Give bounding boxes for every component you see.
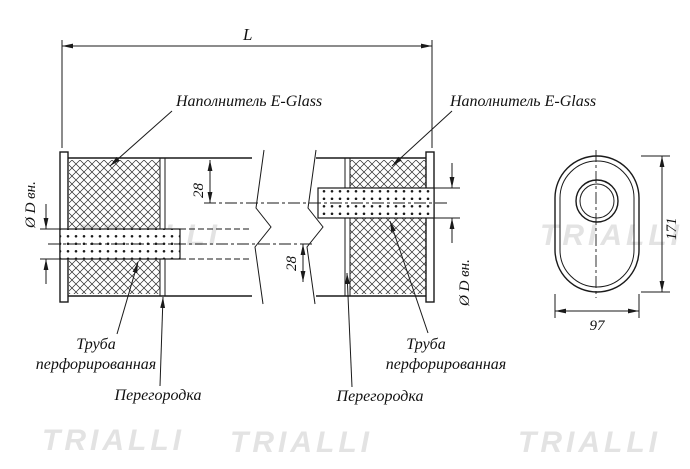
dimension-offset-top: 28 (191, 160, 213, 203)
dimension-section-width: 97 (554, 294, 640, 334)
label-partition-right: Перегородка (336, 388, 424, 405)
dimension-overall-length: L (61, 25, 433, 148)
label-perforated-pipe-left: Труба перфорированная (36, 336, 156, 373)
dimension-offset-bottom: 28 (284, 244, 306, 282)
muffler-shell (59, 151, 435, 303)
dim-28-bottom-value: 28 (284, 256, 300, 272)
dimension-inner-diameter-left: Ø D вн. (23, 181, 62, 284)
watermarks: TRIALLI TRIALLI TRIALLI TRIALLI TRIALLI (42, 219, 683, 459)
hidden-pipe-lines (180, 228, 252, 260)
label-partition-left: Перегородка (114, 387, 202, 404)
label-pipe-right-line2: перфорированная (386, 356, 506, 373)
watermark-text: TRIALLI (230, 426, 373, 459)
dim-171-value: 171 (664, 218, 680, 241)
dim-diameter-right-value: Ø D вн. (457, 259, 473, 307)
label-pipe-left-line2: перфорированная (36, 356, 156, 373)
dim-97-value: 97 (590, 318, 607, 334)
dimension-inner-diameter-right: Ø D вн. (434, 163, 473, 307)
partition-left-plate (159, 158, 166, 296)
leader-lines (109, 110, 453, 388)
end-section-view (554, 155, 640, 293)
right-flange (425, 151, 435, 303)
label-filler-right: Наполнитель E-Glass (449, 93, 596, 110)
dim-L-value: L (242, 25, 252, 44)
shell-section-outer (554, 155, 640, 293)
dim-diameter-left-value: Ø D вн. (23, 181, 39, 229)
left-flange (59, 151, 69, 303)
shell-section-inner (559, 160, 635, 288)
dim-28-top-value: 28 (191, 183, 207, 199)
label-filler-left: Наполнитель E-Glass (175, 93, 322, 110)
label-perforated-pipe-right: Труба перфорированная (386, 336, 506, 373)
dimension-section-height: 171 (641, 155, 680, 293)
partition-right-plate (344, 158, 351, 296)
label-pipe-right-line1: Труба (406, 336, 445, 353)
pipe-opening-inner (579, 183, 615, 219)
break-lines (254, 149, 324, 305)
label-pipe-left-line1: Труба (76, 336, 115, 353)
centerlines (48, 150, 597, 298)
eglass-filler-right (350, 160, 426, 294)
watermark-text: TRIALLI (518, 426, 661, 459)
eglass-filler-left (69, 160, 160, 294)
watermark-text: TRIALLI (42, 424, 185, 457)
watermark-text: TRIALLI (540, 219, 683, 252)
pipe-opening-outer (575, 179, 619, 223)
